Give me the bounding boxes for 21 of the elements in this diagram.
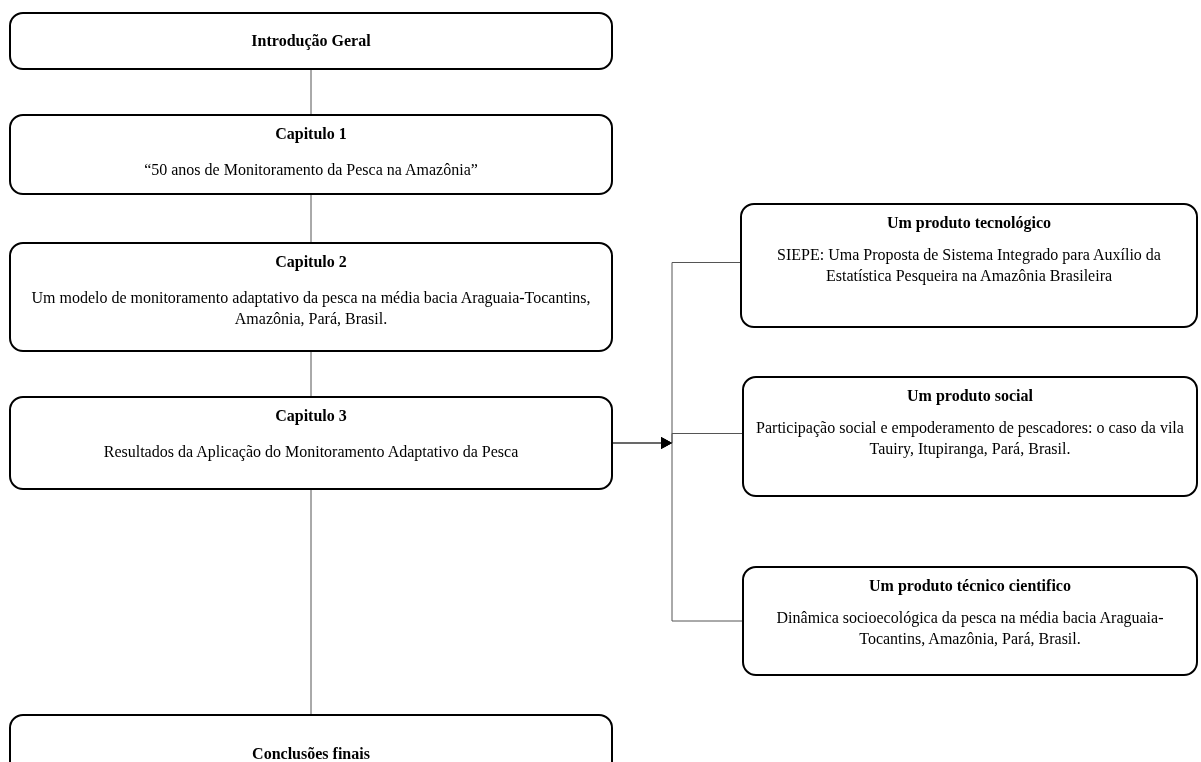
- box-heading: Introdução Geral: [251, 31, 371, 51]
- box-description: Dinâmica socioecológica da pesca na média bacia Araguaia-Tocantins, Amazônia, Pará, Brasil.: [775, 608, 1165, 649]
- box-description: “50 anos de Monitoramento da Pesca na Amazônia”: [144, 160, 478, 180]
- box-heading: Capitulo 1: [275, 124, 347, 144]
- box-description: SIEPE: Uma Proposta de Sistema Integrado para Auxílio da Estatística Pesqueira na Amazônia Brasileira: [776, 245, 1162, 287]
- box-heading: Capitulo 2: [275, 252, 347, 272]
- process-box: [9, 114, 613, 195]
- box-description: Participação social e empoderamento de pescadores: o caso da vila Tauiry, Itupiranga, Pará, Brasil.: [756, 418, 1184, 460]
- process-box: [9, 242, 613, 352]
- box-heading: Conclusões finais: [252, 744, 370, 762]
- box-heading: Um produto social: [907, 386, 1033, 406]
- process-box: [742, 376, 1198, 497]
- process-box: [9, 396, 613, 490]
- process-box: [742, 566, 1198, 676]
- box-description: Um modelo de monitoramento adaptativo da pesca na média bacia Araguaia-Tocantins, Amazônia, Pará, Brasil.: [30, 288, 592, 329]
- box-heading: Capitulo 3: [275, 406, 347, 426]
- box-description: Resultados da Aplicação do Monitoramento Adaptativo da Pesca: [103, 442, 519, 463]
- process-box: [9, 12, 613, 70]
- box-heading: Um produto técnico cientifico: [869, 576, 1071, 596]
- box-heading: Um produto tecnológico: [886, 213, 1052, 233]
- process-box: [740, 203, 1198, 328]
